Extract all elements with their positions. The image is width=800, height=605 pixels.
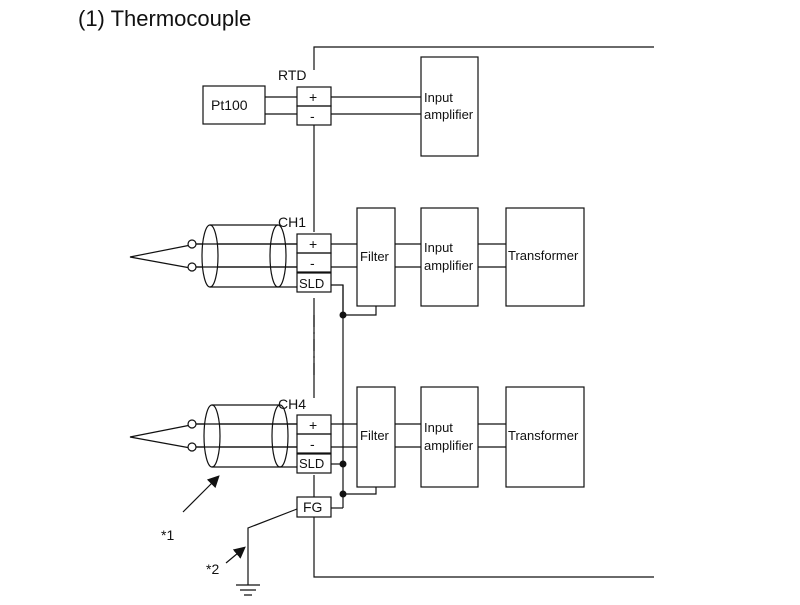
ch4-plus-label: + bbox=[309, 417, 317, 433]
rtd-amp-label-1: Input bbox=[424, 90, 453, 105]
ch1-terminal-minus bbox=[296, 252, 332, 273]
ch1-filter-ground bbox=[343, 306, 377, 316]
ch1-terminal-sld bbox=[296, 272, 332, 293]
rtd-minus-label: - bbox=[310, 108, 315, 124]
diagram-title: (1) Thermocouple bbox=[78, 6, 252, 31]
module-boundary bbox=[313, 46, 654, 578]
ground-wire bbox=[247, 508, 298, 585]
fg-label: FG bbox=[303, 499, 322, 515]
pt100-box bbox=[202, 85, 266, 125]
junction-dot bbox=[339, 311, 347, 319]
junction-dot bbox=[339, 490, 347, 498]
ch4-filter-label: Filter bbox=[360, 428, 390, 443]
ch4-label: CH4 bbox=[278, 396, 306, 412]
ch4-terminal-minus bbox=[296, 433, 332, 454]
ch1-thermocouple-probe bbox=[129, 243, 197, 270]
ch4-sld-label: SLD bbox=[299, 456, 324, 471]
ch1-sld-wire bbox=[331, 284, 344, 315]
ch4-input-amplifier-box bbox=[420, 386, 479, 488]
rtd-amp-label-2: amplifier bbox=[424, 107, 474, 122]
note2-label: *2 bbox=[206, 561, 219, 577]
ch1-plus-label: + bbox=[309, 236, 317, 252]
ch1-shield-body bbox=[210, 224, 278, 288]
ch4-transformer-label: Transformer bbox=[508, 428, 579, 443]
ch4-amp-label-2: amplifier bbox=[424, 438, 474, 453]
ch4-shield-body bbox=[212, 404, 280, 468]
ch1-sld-label: SLD bbox=[299, 276, 324, 291]
ch1-shield-left bbox=[201, 224, 219, 288]
ch1-transformer-box bbox=[505, 207, 585, 307]
ch1-input-amplifier-box bbox=[420, 207, 479, 307]
rtd-terminal-minus bbox=[296, 105, 332, 126]
ch1-amp-label-2: amplifier bbox=[424, 258, 474, 273]
ch1-filter-label: Filter bbox=[360, 249, 390, 264]
ch4-minus-label: - bbox=[310, 436, 315, 452]
rtd-plus-label: + bbox=[309, 89, 317, 105]
note2-arrow bbox=[225, 546, 246, 564]
rtd-input-amplifier-box bbox=[420, 56, 479, 157]
rtd-label: RTD bbox=[278, 67, 307, 83]
ch4-thermocouple-probe bbox=[129, 423, 197, 450]
ch1-label: CH1 bbox=[278, 214, 306, 230]
note1-arrow bbox=[182, 475, 220, 513]
ch1-transformer-label: Transformer bbox=[508, 248, 579, 263]
pt100-label: Pt100 bbox=[211, 97, 248, 113]
note1-label: *1 bbox=[161, 527, 174, 543]
junction-dot bbox=[339, 460, 347, 468]
fg-terminal bbox=[296, 496, 332, 518]
ch4-filter-ground bbox=[343, 487, 377, 495]
ground-symbol bbox=[236, 584, 260, 596]
ch1-amp-label-1: Input bbox=[424, 240, 453, 255]
ch4-shield-left bbox=[203, 404, 221, 468]
ch4-amp-label-1: Input bbox=[424, 420, 453, 435]
ch1-minus-label: - bbox=[310, 255, 315, 271]
ch4-transformer-box bbox=[505, 386, 585, 488]
